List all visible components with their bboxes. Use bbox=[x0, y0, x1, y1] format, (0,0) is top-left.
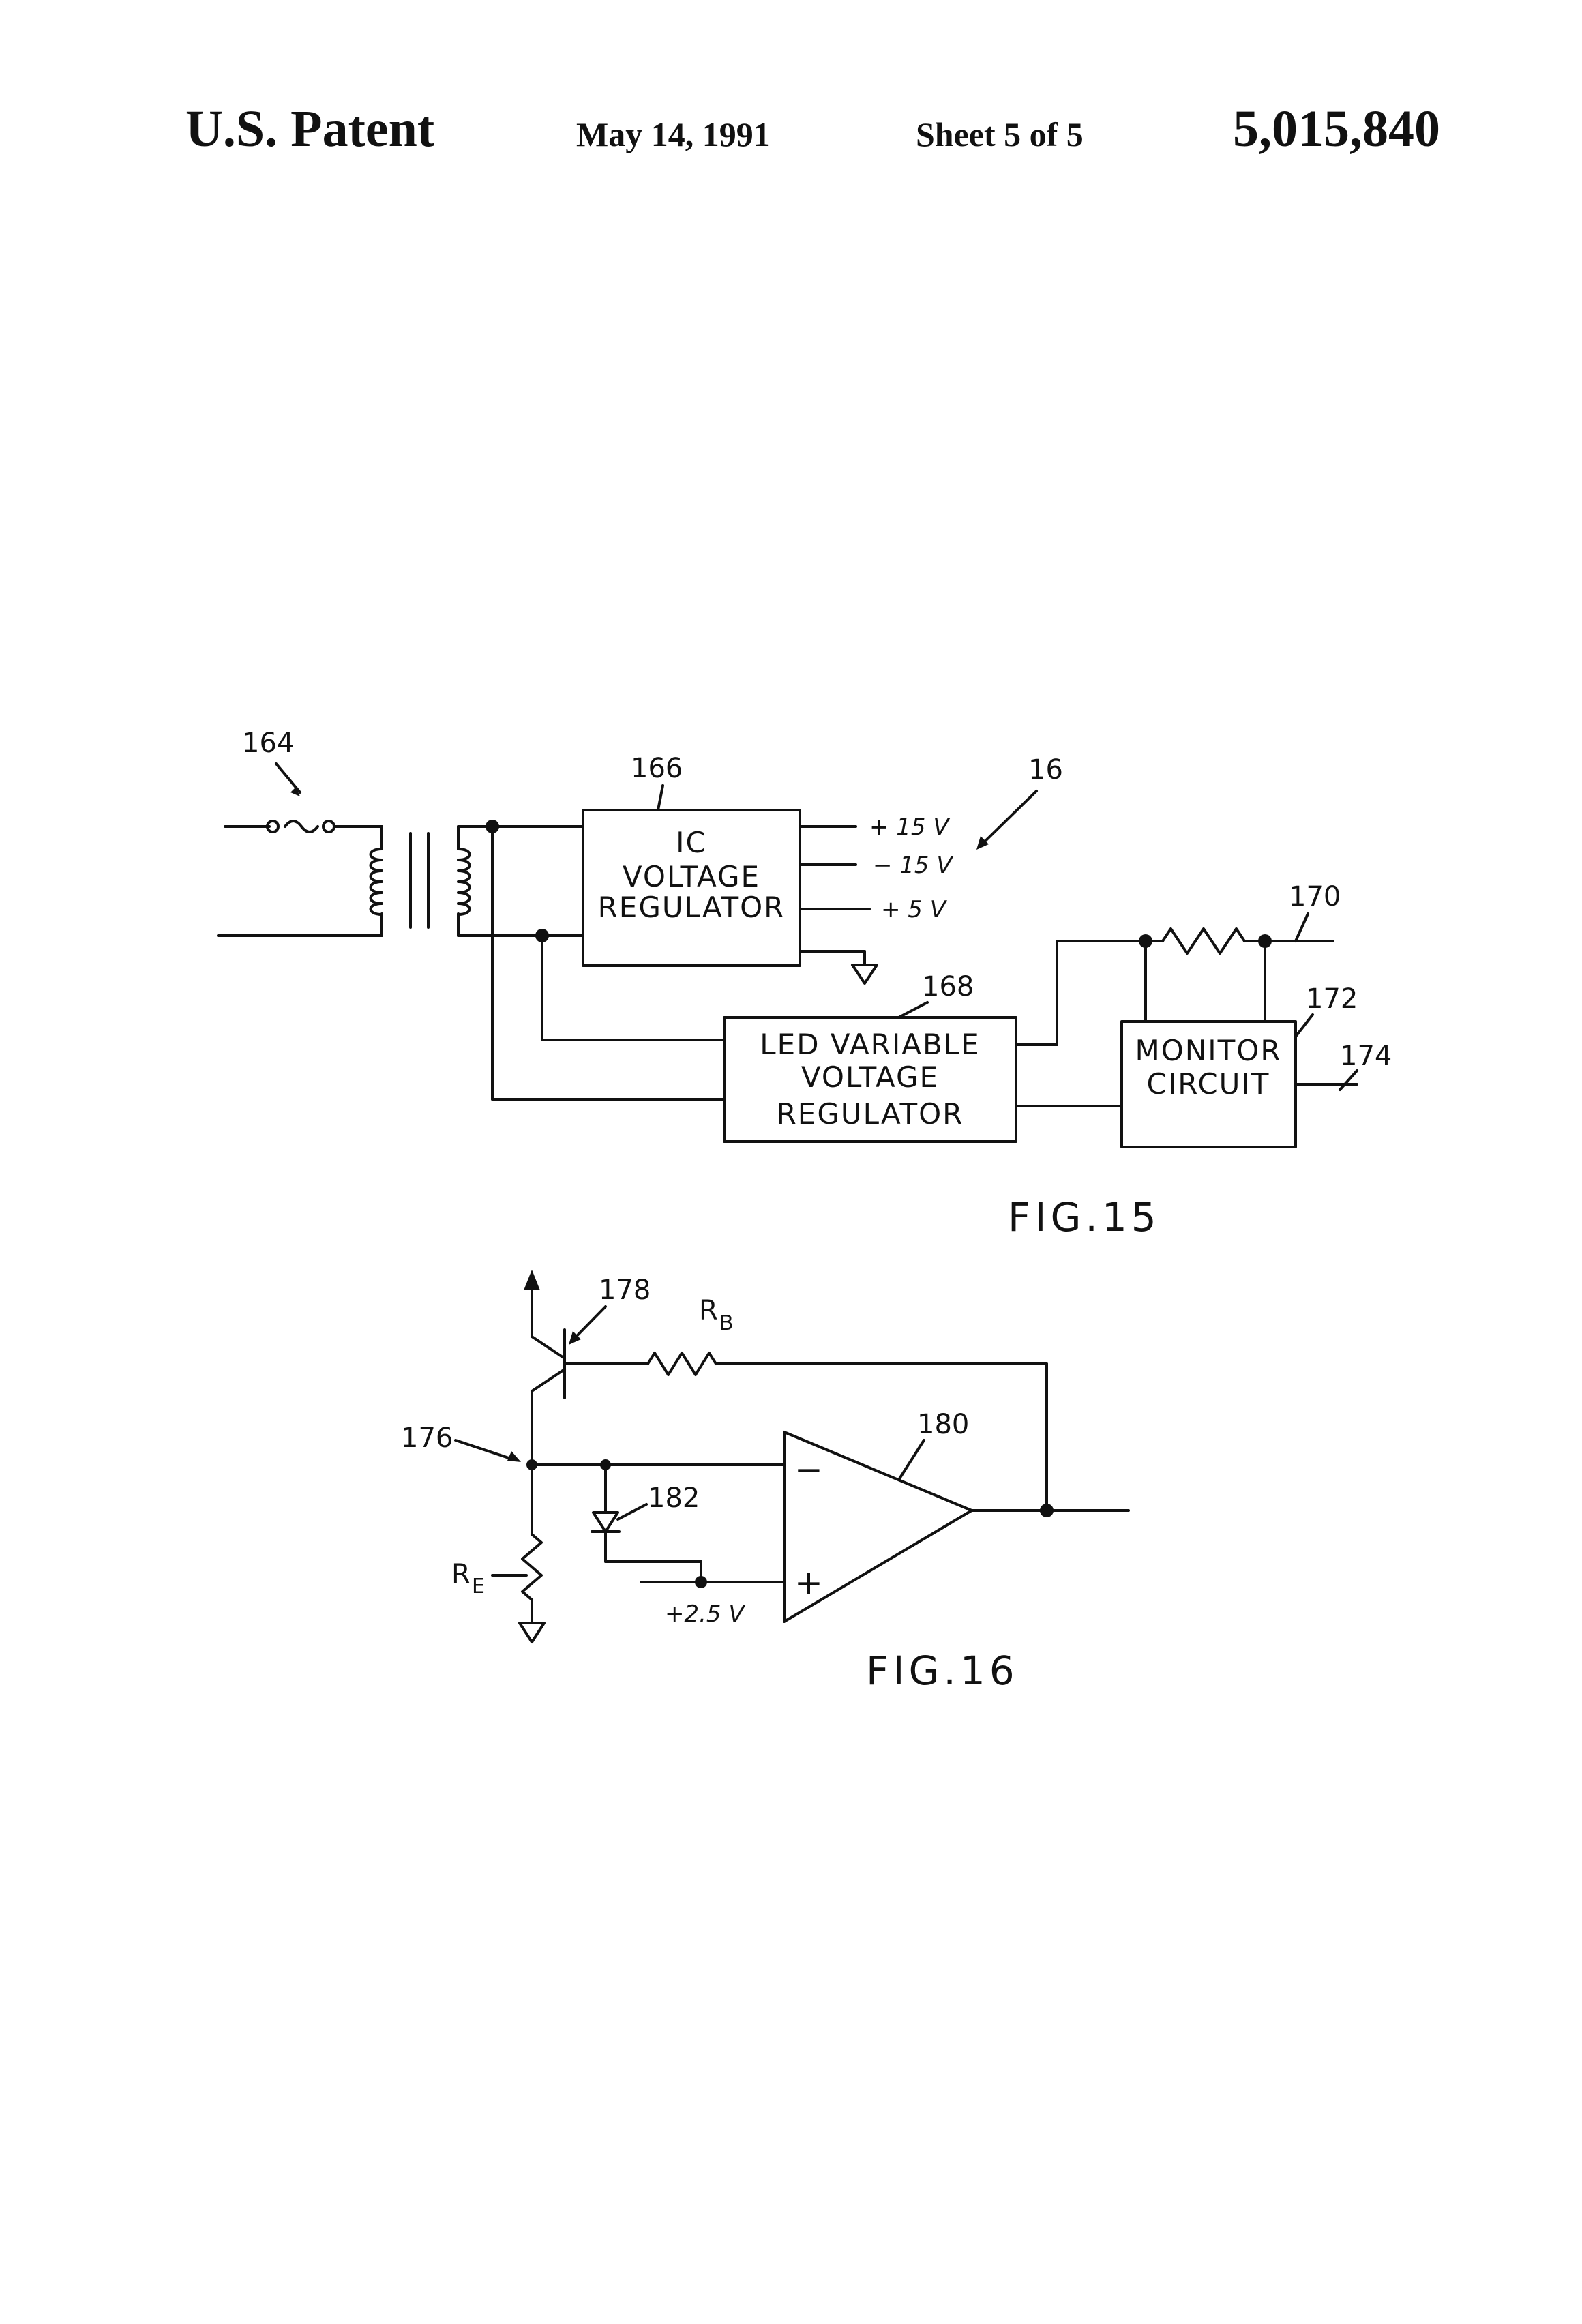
ref-164: 164 bbox=[242, 728, 294, 759]
re-label: R bbox=[451, 1559, 471, 1590]
base-resistor bbox=[646, 1352, 717, 1376]
ref-182: 182 bbox=[648, 1483, 700, 1514]
ref-164-arrow bbox=[275, 762, 301, 794]
patent-date: May 14, 1991 bbox=[576, 115, 771, 153]
re-subscript: E bbox=[472, 1575, 485, 1598]
output-plus5v: + 5 V bbox=[881, 896, 948, 923]
led-regulator-line3: REGULATOR bbox=[777, 1097, 964, 1131]
rb-label: R bbox=[699, 1295, 718, 1326]
ic-regulator-line2: VOLTAGE bbox=[623, 860, 760, 893]
ground-symbol bbox=[518, 1622, 546, 1643]
ref-168: 168 bbox=[922, 971, 974, 1002]
sense-resistor bbox=[1161, 927, 1246, 955]
monitor-line2: CIRCUIT bbox=[1147, 1067, 1270, 1101]
monitor-line1: MONITOR bbox=[1135, 1034, 1282, 1067]
output-minus15v: − 15 V bbox=[873, 852, 954, 879]
rb-subscript: B bbox=[719, 1311, 734, 1335]
ref-166: 166 bbox=[631, 753, 683, 784]
transformer-symbol bbox=[369, 825, 584, 937]
fig15-caption: FIG.15 bbox=[1008, 1194, 1161, 1240]
emitter-resistor bbox=[521, 1533, 543, 1601]
opamp-plus: + bbox=[794, 1563, 823, 1603]
diode-symbol bbox=[592, 1511, 619, 1533]
transistor-symbol bbox=[524, 1270, 566, 1466]
ref-16: 16 bbox=[1028, 754, 1063, 786]
ref-172: 172 bbox=[1306, 983, 1358, 1015]
ground-symbol bbox=[799, 950, 878, 985]
ic-regulator-line1: IC bbox=[676, 826, 707, 859]
fig16-caption: FIG.16 bbox=[866, 1648, 1019, 1694]
patent-number: 5,015,840 bbox=[1233, 100, 1440, 158]
ref-180: 180 bbox=[917, 1409, 969, 1440]
ref-178: 178 bbox=[599, 1275, 651, 1306]
opamp-minus: − bbox=[794, 1450, 823, 1489]
patent-title: U.S. Patent bbox=[185, 100, 435, 158]
fig16: 178 R B 176 R E 182 bbox=[401, 1270, 1130, 1694]
ref-174: 174 bbox=[1340, 1041, 1392, 1072]
output-plus15v: + 15 V bbox=[869, 814, 951, 841]
ref-16-arrowhead bbox=[976, 836, 989, 850]
ic-voltage-regulator-block bbox=[582, 809, 801, 967]
ref-176: 176 bbox=[401, 1422, 453, 1454]
ref-170: 170 bbox=[1289, 881, 1341, 912]
opamp-symbol bbox=[783, 1431, 973, 1623]
led-regulator-line2: VOLTAGE bbox=[801, 1060, 939, 1094]
sheet-number: Sheet 5 of 5 bbox=[916, 115, 1084, 153]
reference-voltage-label: +2.5 V bbox=[665, 1600, 746, 1628]
fig15: 164 IC VOLTAGE REGULATOR 166 + 15 V bbox=[217, 728, 1392, 1240]
led-variable-voltage-regulator-block bbox=[723, 1016, 1017, 1143]
ac-input-line bbox=[217, 820, 383, 937]
junction-dot bbox=[695, 1576, 707, 1588]
led-regulator-line1: LED VARIABLE bbox=[760, 1028, 980, 1061]
ic-regulator-line3: REGULATOR bbox=[598, 891, 786, 924]
